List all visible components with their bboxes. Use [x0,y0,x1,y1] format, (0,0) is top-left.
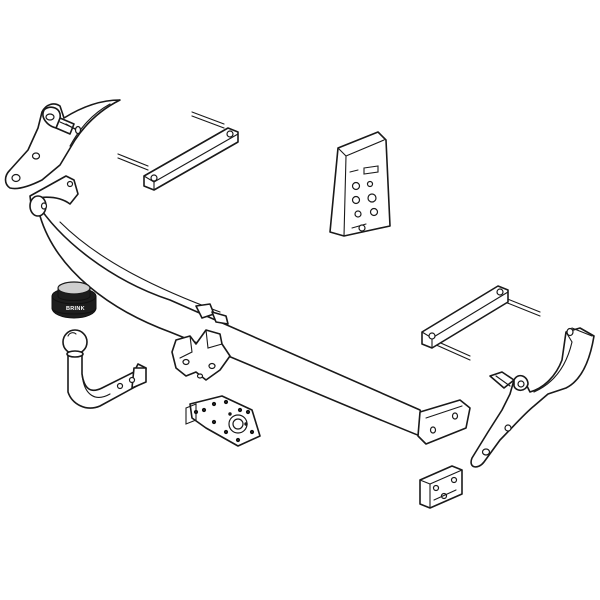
hardware-bag [329,131,391,237]
tow-ball-neck [62,329,147,409]
right-vehicle-bracket [470,327,595,468]
right-mounting-plate [421,285,541,361]
connector-cap: BRINK [51,281,97,319]
spacer-plate [419,465,463,509]
brand-label: BRINK [66,306,85,312]
left-vehicle-bracket [4,99,121,190]
crossbar [29,175,471,445]
left-mounting-plate [117,111,239,191]
socket-plate [185,395,261,447]
